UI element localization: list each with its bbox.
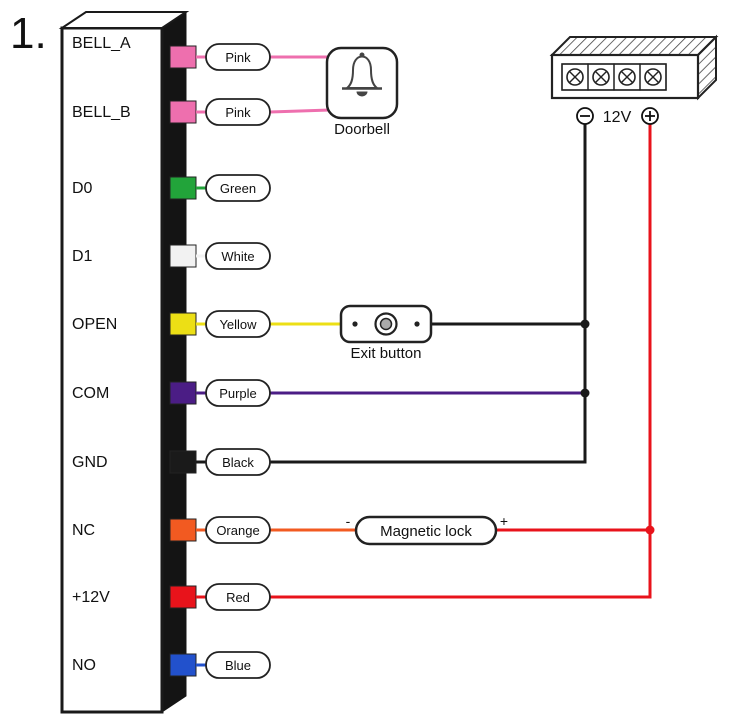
pill-label: Pink <box>225 50 251 65</box>
terminal-row: GND Black <box>72 448 271 476</box>
wire-tab <box>169 585 197 609</box>
terminal-row: D0 Green <box>72 174 271 202</box>
wire-tab <box>169 176 197 200</box>
wire-color-pill <box>205 583 271 611</box>
pill-label: Green <box>220 181 256 196</box>
minus-terminal-icon <box>576 107 594 125</box>
terminal-row: BELL_B Pink <box>72 98 271 126</box>
pill-label: White <box>221 249 254 264</box>
pill-label: Pink <box>225 105 251 120</box>
voltage-label: 12V <box>603 109 632 126</box>
wire-tab <box>169 381 197 405</box>
wire-psu-minus-gnd <box>270 124 587 464</box>
pill-label: Yellow <box>219 317 257 332</box>
exit-button-center-icon <box>379 317 393 331</box>
terminal-name-label: GND <box>72 454 108 471</box>
pill-label: Black <box>222 455 254 470</box>
wire-color-pill <box>205 174 271 202</box>
terminal-name-label: BELL_A <box>72 35 131 52</box>
pill-label: Blue <box>225 658 251 673</box>
wire-tab <box>169 45 197 69</box>
power-supply-top <box>549 36 719 56</box>
exit-button-screw-right-icon <box>414 321 420 327</box>
exit-button-screw-left-icon <box>352 321 358 327</box>
terminal-block-top <box>58 11 190 29</box>
wires <box>269 55 652 599</box>
exit-button: Exit button <box>339 304 433 362</box>
terminal-row: D1 White <box>72 242 271 270</box>
terminal-name-label: D0 <box>72 180 93 197</box>
terminal-row: OPEN Yellow <box>72 310 271 338</box>
wire-tab <box>169 244 197 268</box>
terminal-row: BELL_A Pink <box>72 35 271 71</box>
terminal-name-label: D1 <box>72 248 93 265</box>
magnetic-lock-box <box>354 515 498 546</box>
terminal-row: NO Blue <box>72 651 271 679</box>
lock-plus-label: + <box>500 513 508 529</box>
wire-color-pill <box>205 43 271 71</box>
lock-minus-label: - <box>346 513 351 529</box>
terminal-name-label: NC <box>72 522 95 539</box>
wire-color-pill <box>205 242 271 270</box>
terminal-name-label: +12V <box>72 589 110 606</box>
screw-terminal-icon <box>587 63 615 91</box>
wire-tab <box>169 518 197 542</box>
magnetic-lock: - Magnetic lock + <box>346 513 508 546</box>
junction-dot <box>580 319 590 329</box>
pill-label: Red <box>226 590 250 605</box>
plus-terminal-icon <box>641 107 659 125</box>
terminal-name-label: COM <box>72 385 109 402</box>
terminal-row: +12V Red <box>72 583 271 611</box>
wire-color-pill <box>205 98 271 126</box>
terminal-block-front <box>60 26 164 714</box>
wire-tab <box>169 312 197 336</box>
doorbell-label: Doorbell <box>334 121 390 138</box>
wire-color-pill <box>205 448 271 476</box>
doorbell: Doorbell <box>325 46 399 138</box>
wire-bell-b-doorbell <box>269 108 331 114</box>
pill-label: Orange <box>216 523 259 538</box>
power-supply: 12V <box>549 34 719 126</box>
wire-tab <box>169 100 197 124</box>
wire-color-pill <box>205 651 271 679</box>
wire-tab <box>169 450 197 474</box>
terminal-name-label: OPEN <box>72 316 117 333</box>
junction-dot <box>645 525 655 535</box>
wire-tab <box>169 653 197 677</box>
terminal-row: COM Purple <box>72 379 271 407</box>
magnetic-lock-label: Magnetic lock <box>380 523 472 540</box>
terminal-name-label: NO <box>72 657 96 674</box>
terminal-block <box>58 11 190 714</box>
exit-button-label: Exit button <box>351 345 422 362</box>
terminal-row: NC Orange <box>72 516 271 544</box>
wire-color-pill <box>205 379 271 407</box>
figure-number: 1. <box>10 9 47 58</box>
terminal-rows: BELL_A Pink BELL_B Pink D0 Green D1 Whit… <box>72 35 271 679</box>
screw-terminal-icon <box>613 63 641 91</box>
wire-color-pill <box>205 516 271 544</box>
screw-terminal-icon <box>639 63 667 91</box>
bell-icon <box>342 52 382 97</box>
pill-label: Purple <box>219 386 257 401</box>
wire-color-pill <box>205 310 271 338</box>
wire-psu-plus-12v <box>270 124 652 599</box>
junction-dot <box>580 388 590 398</box>
terminal-name-label: BELL_B <box>72 104 131 121</box>
